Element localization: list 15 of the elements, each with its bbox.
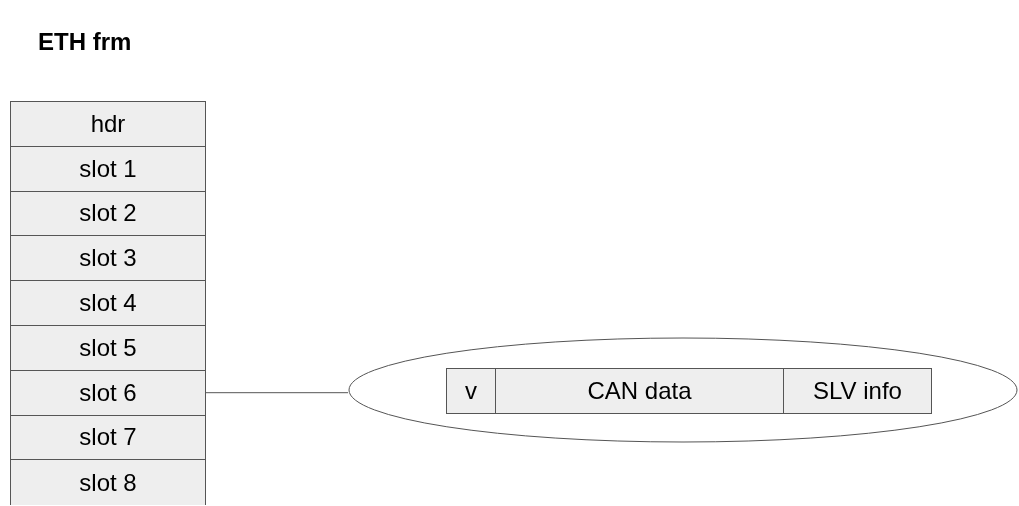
field-cell: slot 7 [10,414,206,461]
field-cell: slot 6 [10,369,206,416]
field-cell: slot 8 [10,459,206,506]
field-cell: slot 1 [10,145,206,192]
field-cell: SLV info [783,368,932,414]
field-cell: slot 2 [10,190,206,237]
zoom-ellipse [348,337,1018,443]
connector-line [205,392,349,394]
field-cell: hdr [10,101,206,147]
field-cell: slot 5 [10,325,206,371]
field-cell: slot 4 [10,280,206,326]
title: ETH frm [38,28,132,56]
field-cell: slot 3 [10,235,206,282]
field-cell: v [446,368,496,414]
field-cell: CAN data [495,368,784,414]
